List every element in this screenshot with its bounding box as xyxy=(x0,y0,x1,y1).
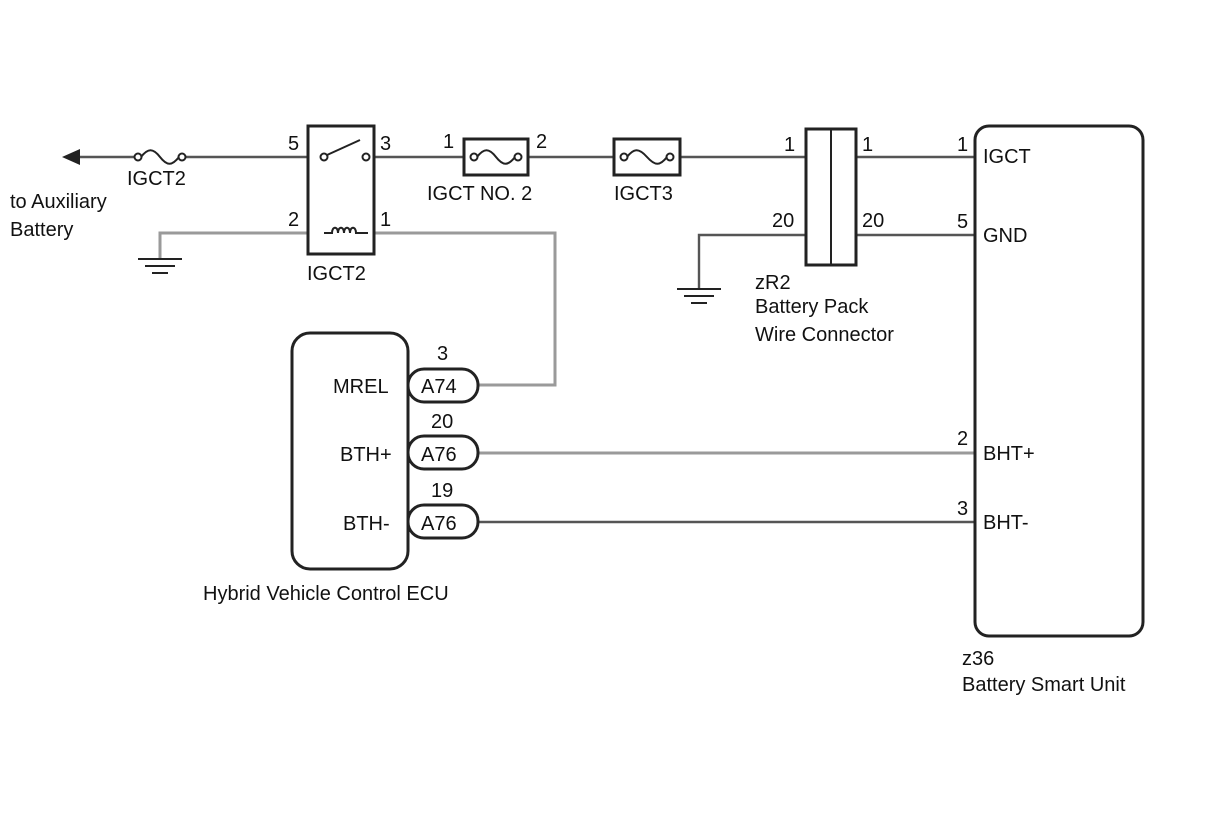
ecu-connector-a76-plus-label: A76 xyxy=(421,444,457,466)
fuse-icon xyxy=(462,137,530,177)
bsu-pin-bht-minus: 3 xyxy=(957,498,968,520)
ground-icon xyxy=(677,288,721,304)
connector-zr2 xyxy=(804,127,858,267)
coil-icon xyxy=(324,226,368,234)
ecu-pin-bth-plus: 20 xyxy=(431,411,453,433)
ground-icon xyxy=(138,258,182,274)
wire-relay-coil-ground xyxy=(158,231,322,258)
relay-pin5: 5 xyxy=(288,133,299,155)
zr2-label-line2: Wire Connector xyxy=(755,324,894,346)
fuse-icon xyxy=(612,137,682,177)
ecu-terminal-bth-plus: BTH+ xyxy=(340,444,392,466)
relay-pin3: 3 xyxy=(380,133,391,155)
aux-battery-label-line2: Battery xyxy=(10,219,73,241)
fuse-igct-no2-label: IGCT NO. 2 xyxy=(427,183,532,205)
bsu-name: Battery Smart Unit xyxy=(962,674,1126,696)
zr2-pin-left-bottom: 20 xyxy=(772,210,794,232)
zr2-id: zR2 xyxy=(755,272,791,294)
zr2-pin-right-bottom: 20 xyxy=(862,210,884,232)
relay-name: IGCT2 xyxy=(307,263,366,285)
fuse-no2-pin2: 2 xyxy=(536,131,547,153)
bsu-pin-igct: 1 xyxy=(957,134,968,156)
aux-battery-label-line1: to Auxiliary xyxy=(10,191,107,213)
ecu-connector-a76-plus xyxy=(406,434,480,471)
zr2-pin-right-top: 1 xyxy=(862,134,873,156)
ecu-name: Hybrid Vehicle Control ECU xyxy=(203,583,449,605)
ecu-connector-a74 xyxy=(406,367,480,404)
relay-igct2 xyxy=(306,124,376,256)
fuse-no2-pin1: 1 xyxy=(443,131,454,153)
bsu-terminal-igct: IGCT xyxy=(983,146,1031,168)
ecu-connector-a76-minus-label: A76 xyxy=(421,513,457,535)
battery-smart-unit-box xyxy=(973,124,1145,638)
fuse-igct3-label: IGCT3 xyxy=(614,183,673,205)
ecu-connector-a74-label: A74 xyxy=(421,376,457,398)
arrow-left-icon xyxy=(62,149,80,165)
ecu-terminal-mrel: MREL xyxy=(333,376,389,398)
wire-gnd xyxy=(697,233,976,288)
ecu-terminal-bth-minus: BTH- xyxy=(343,513,390,535)
bsu-terminal-bht-plus: BHT+ xyxy=(983,443,1035,465)
wire-mrel xyxy=(368,231,557,387)
fuse-igct2-label: IGCT2 xyxy=(127,168,186,190)
ecu-connector-a76-minus xyxy=(406,503,480,540)
bsu-id: z36 xyxy=(962,648,994,670)
bsu-terminal-gnd: GND xyxy=(983,225,1027,247)
relay-pin2: 2 xyxy=(288,209,299,231)
bsu-pin-gnd: 5 xyxy=(957,211,968,233)
ecu-pin-mrel: 3 xyxy=(437,343,448,365)
bsu-terminal-bht-minus: BHT- xyxy=(983,512,1029,534)
fuse-icon xyxy=(133,149,187,165)
zr2-label-line1: Battery Pack xyxy=(755,296,869,318)
zr2-pin-left-top: 1 xyxy=(784,134,795,156)
bsu-pin-bht-plus: 2 xyxy=(957,428,968,450)
relay-pin1: 1 xyxy=(380,209,391,231)
ecu-pin-bth-minus: 19 xyxy=(431,480,453,502)
